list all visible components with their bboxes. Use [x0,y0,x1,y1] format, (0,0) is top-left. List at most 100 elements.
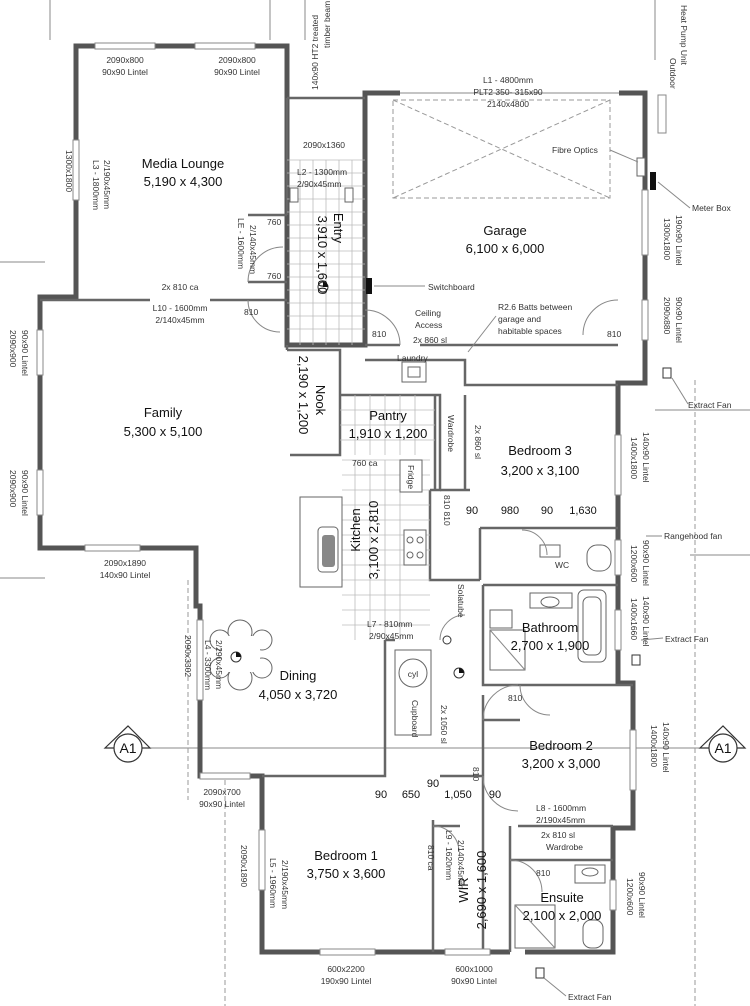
window-1200x600-b: 1200x600 [625,878,635,916]
dim-90-e: 90 [489,789,501,801]
door-810-c: 810 [607,329,621,339]
dim-980: 980 [501,505,519,517]
cylinder [394,649,432,736]
lintel-90-h: 90x90 Lintel [637,872,647,918]
batts-2: garage and [498,314,541,324]
room-media-lounge-name: Media Lounge [142,156,224,171]
window-2090x880: 2090x880 [662,297,672,335]
door-810-a: 810 [244,307,258,317]
room-dining-size: 4,050 x 3,720 [259,687,338,702]
lintel-l8: L8 - 1600mm [536,803,586,813]
bathroom-fixtures [489,544,612,671]
door-2x810sl: 2x 810 sl [541,830,575,840]
lintel-190-b: 190x90 Lintel [321,976,372,986]
room-kitchen-name: Kitchen [348,508,363,551]
door-810ca: 810 ca [426,845,436,871]
room-bedroom3-size: 3,200 x 3,100 [501,463,580,478]
lintel-90-f: 90x90 Lintel [641,540,651,586]
lintel-l3: L3 - 1800mm [91,160,101,210]
room-garage-name: Garage [483,223,526,238]
batts-1: R2.6 Batts between [498,302,572,312]
door-810-d: 810 [508,693,522,703]
laundry: Laundry [397,353,428,363]
windows [36,42,649,956]
room-family-name: Family [144,405,183,420]
window-1200x600-a: 1200x600 [629,545,639,583]
window-1400x1800-b: 1400x1800 [649,725,659,767]
lintel-le: LE - 1600mm [236,218,246,269]
garage-features [392,92,667,199]
window-1300x1800-b: 1300x1800 [662,218,672,260]
lintel-140-c: 140x90 Lintel [641,596,651,647]
room-ensuite-name: Ensuite [540,890,583,905]
section-label-right: A1 [714,740,731,756]
garage-door-size: 2140x4800 [487,99,529,109]
room-pantry-size: 1,910 x 1,200 [349,426,428,441]
lintel-90-d: 90x90 Lintel [20,330,30,376]
wardrobe-bed3: Wardrobe [446,415,456,452]
lintel-l5: L5 - 1960mm [268,858,278,908]
room-kitchen-size: 3,100 x 2,810 [366,501,381,580]
room-wir-size: 2,690 x 1,600 [474,851,489,930]
lintel-l2-spec: 2/90x45mm [297,179,341,189]
room-wir-name: WIR [456,877,471,902]
section-marker-right [698,725,747,763]
outdoor-unit-2: Heat Pump Unit [679,5,689,66]
switchboard: Switchboard [428,282,475,292]
window-2090x800-b: 2090x800 [218,55,256,65]
extract-fan-b: Extract Fan [665,634,709,644]
door-2x860sl: 2x 860 sl [413,335,447,345]
outdoor-unit-1: Outdoor [668,58,678,89]
dining-table [209,619,273,691]
room-labels: Media Lounge 5,190 x 4,300 Garage 6,100 … [124,156,602,929]
window-2090x1360: 2090x1360 [303,140,345,150]
entry-tiles [287,159,365,345]
door-760-a: 760 [267,217,281,227]
room-bathroom-name: Bathroom [522,620,578,635]
dim-1050: 1,050 [444,789,472,801]
room-bedroom2-name: Bedroom 2 [529,738,593,753]
door-760-b: 760 [267,271,281,281]
door-810-e: 810 [471,767,481,781]
window-2090x900-a: 2090x900 [8,330,18,368]
section-label-left: A1 [119,740,136,756]
room-pantry-name: Pantry [369,408,407,423]
room-garage-size: 6,100 x 6,000 [466,241,545,256]
dim-90-b: 90 [541,505,553,517]
kitchen-island[interactable] [299,496,343,588]
lintel-l4: L4 - 3300mm [203,640,213,690]
lintel-l3-spec: 2/190x45mm [102,160,112,209]
cylinder-label: cyl [408,669,419,679]
timber-beam-2: timber beam [322,1,332,48]
lintel-l9: L9 - 1620mm [444,830,454,880]
ceiling-access-1: Ceiling [415,308,441,318]
room-bedroom3-name: Bedroom 3 [508,443,572,458]
fibre-optics: Fibre Optics [552,145,598,155]
room-entry-name: Entry [331,213,346,244]
appliances [289,187,427,566]
lintel-le-spec: 2/140x45mm [248,225,258,274]
door-2x810ca: 2x 810 ca [162,282,199,292]
room-nook-size: 2,190 x 1,200 [296,356,311,435]
door-810-810: 810 810 [442,495,452,526]
lintel-90-e: 90x90 Lintel [20,470,30,516]
lintel-l10: L10 - 1600mm [153,303,208,313]
door-810-b: 810 [372,329,386,339]
lintel-l7: L7 - 810mm [367,619,412,629]
lintel-90-i: 90x90 Lintel [451,976,497,986]
room-family-size: 5,300 x 5,100 [124,424,203,439]
door-swings [247,246,619,893]
section-marker-left [103,725,152,763]
door-2x1050sl: 2x 1050 sl [439,705,449,744]
dim-90-c: 90 [375,789,387,801]
lintel-140-b: 140x90 Lintel [100,570,151,580]
lintel-a: 90x90 Lintel [102,67,148,77]
window-2090x800-a: 2090x800 [106,55,144,65]
lintel-l2: L2 - 1300mm [297,167,347,177]
rangehood-fan: Rangehood fan [664,531,722,541]
window-1300x1800-a: 1300x1800 [64,150,74,192]
window-1400x1660: 1400x1660 [629,598,639,640]
annotations: 2090x800 90x90 Lintel 2090x800 90x90 Lin… [8,1,732,1002]
room-media-lounge-size: 5,190 x 4,300 [144,174,223,189]
lintel-plt2: PLT2 350- 315x90 [473,87,543,97]
